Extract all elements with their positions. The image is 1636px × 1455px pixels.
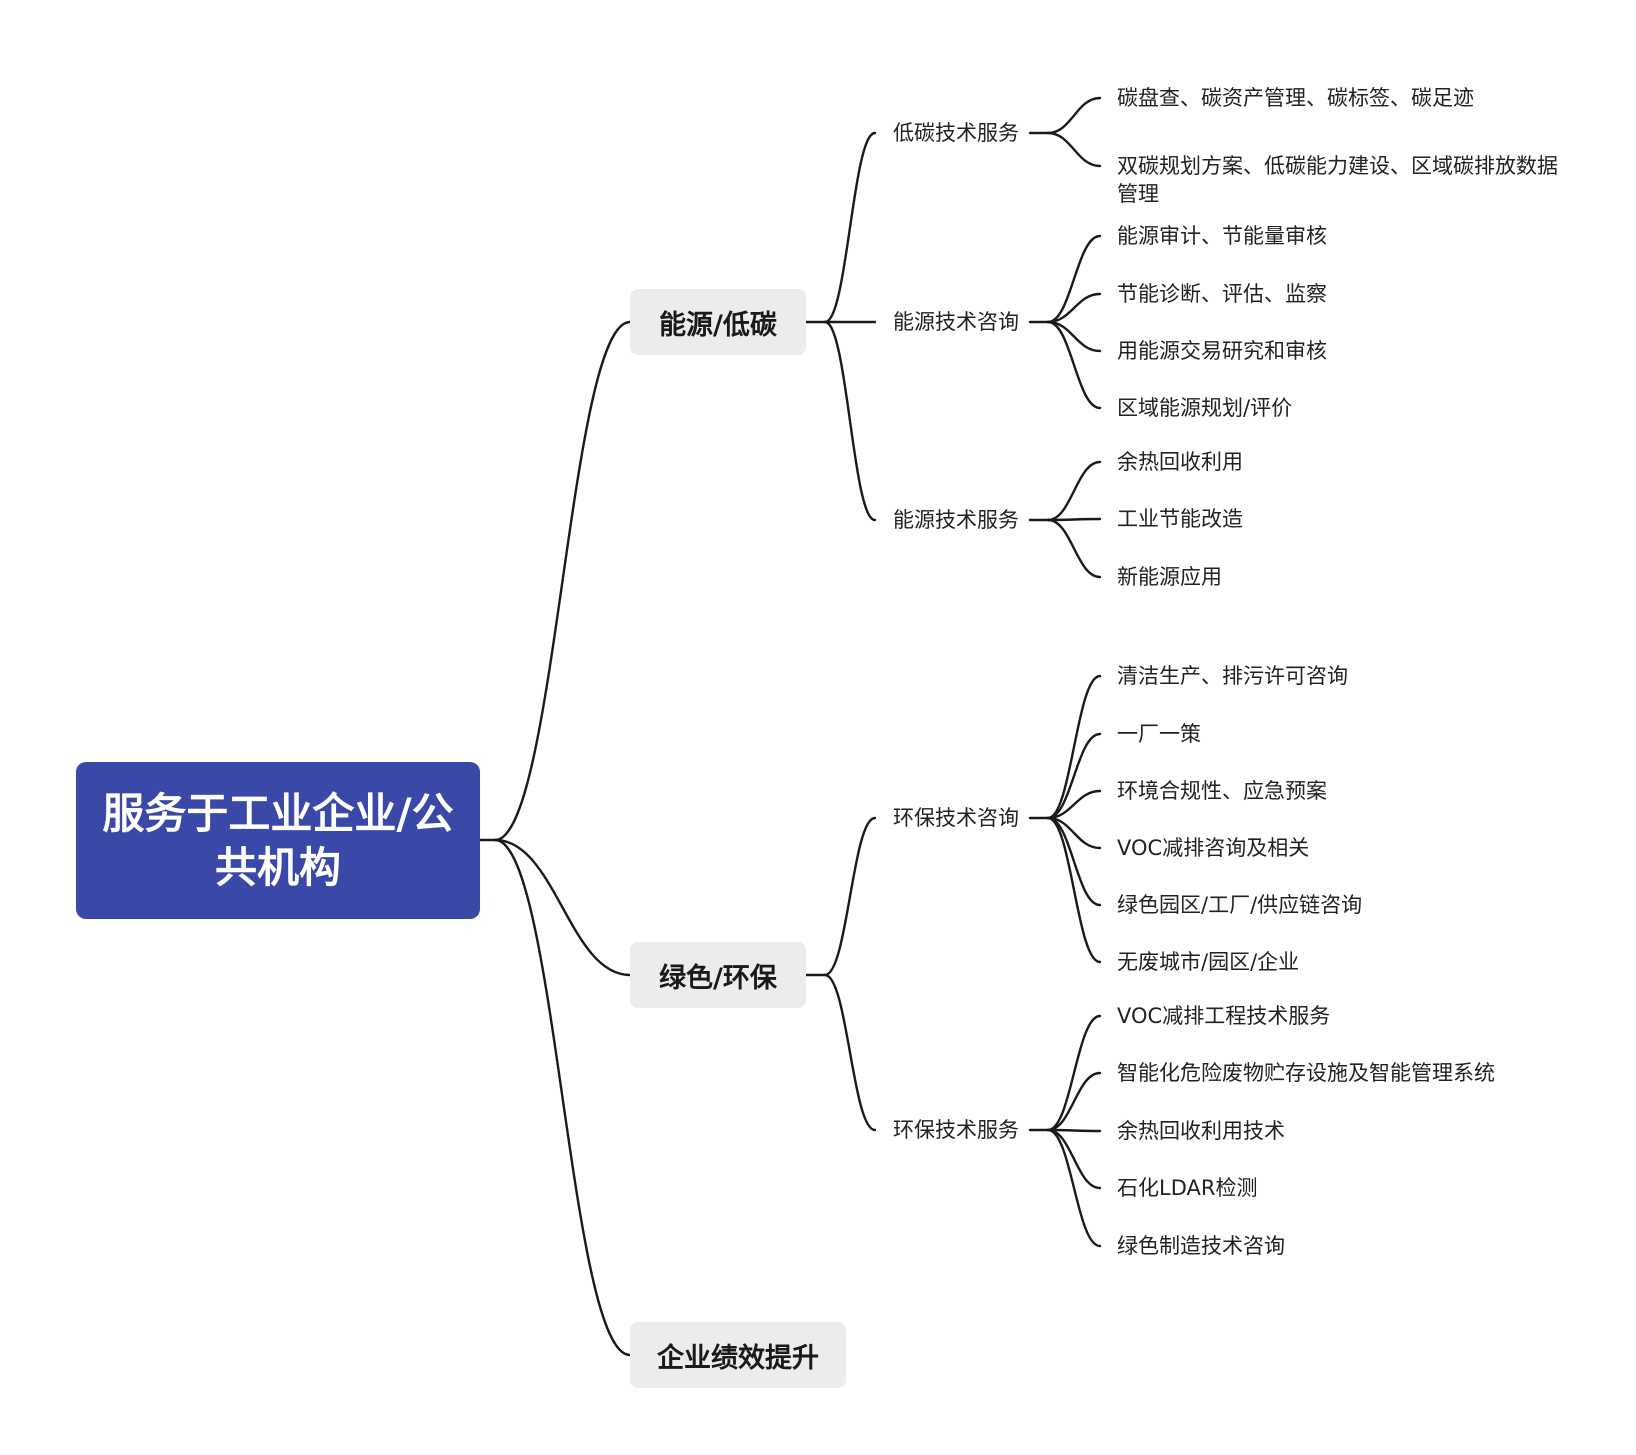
root-title: 服务于工业企业/公共机构 [102, 788, 454, 892]
connector-branch-sub-0-2 [823, 320, 877, 522]
connector-sub-leaf-1-1-1 [1046, 1071, 1102, 1132]
leaf-node-1-1-0[interactable]: VOC减排工程技术服务 [1117, 1004, 1331, 1028]
connector-branch-sub-1-1 [823, 973, 877, 1132]
connector-sub-leaf-0-0-0 [1046, 96, 1102, 135]
leaf-node-0-2-0[interactable]: 余热回收利用 [1117, 450, 1243, 474]
connector-root-branch-0 [493, 320, 632, 842]
connector-sub-leaf-0-2-1 [1046, 517, 1102, 522]
connector-sub-leaf-0-1-3 [1046, 320, 1102, 410]
connector-sub-leaf-0-1-0 [1046, 234, 1102, 324]
leaf-node-0-1-2[interactable]: 用能源交易研究和审核 [1117, 339, 1327, 363]
connector-root-branch-2 [493, 838, 632, 1357]
leaf-node-0-2-1[interactable]: 工业节能改造 [1117, 507, 1243, 531]
connector-sub-leaf-1-0-1 [1046, 732, 1102, 820]
connector-sub-leaf-1-1-3 [1046, 1128, 1102, 1190]
leaf-node-1-0-4[interactable]: 绿色园区/工厂/供应链咨询 [1117, 893, 1363, 917]
connector-sub-leaf-0-2-2 [1046, 518, 1102, 579]
leaf-node-1-0-0[interactable]: 清洁生产、排污许可咨询 [1117, 664, 1348, 688]
leaf-node-0-1-0[interactable]: 能源审计、节能量审核 [1117, 224, 1327, 248]
leaf-node-1-1-3[interactable]: 石化LDAR检测 [1117, 1176, 1258, 1200]
connector-sub-leaf-1-1-0 [1046, 1014, 1102, 1132]
leaf-node-1-1-1[interactable]: 智能化危险废物贮存设施及智能管理系统 [1117, 1061, 1495, 1085]
connector-sub-leaf-1-0-5 [1046, 816, 1102, 964]
leaf-node-0-0-0[interactable]: 碳盘查、碳资产管理、碳标签、碳足迹 [1117, 86, 1474, 110]
leaf-node-1-0-1[interactable]: 一厂一策 [1117, 722, 1201, 746]
leaf-node-1-0-3[interactable]: VOC减排咨询及相关 [1117, 836, 1310, 860]
connector-branch-sub-1-0 [823, 816, 877, 977]
leaf-node-0-1-3[interactable]: 区域能源规划/评价 [1117, 396, 1293, 420]
sub-node-1-1[interactable]: 环保技术服务 [893, 1118, 1019, 1142]
sub-node-0-1[interactable]: 能源技术咨询 [893, 310, 1019, 334]
leaf-node-0-0-1[interactable]: 双碳规划方案、低碳能力建设、区域碳排放数据管理 [1117, 154, 1558, 206]
root-node[interactable]: 服务于工业企业/公共机构 [76, 762, 480, 919]
leaf-node-1-1-2[interactable]: 余热回收利用技术 [1117, 1119, 1285, 1143]
sub-node-0-2[interactable]: 能源技术服务 [893, 508, 1019, 532]
connector-branch-sub-0-0 [823, 131, 877, 324]
connector-sub-leaf-1-1-4 [1046, 1128, 1102, 1248]
connector-sub-leaf-0-2-0 [1046, 460, 1102, 522]
connector-sub-leaf-0-0-1 [1046, 131, 1102, 168]
connector-sub-leaf-0-1-1 [1046, 292, 1102, 324]
connector-sub-leaf-1-1-2 [1046, 1128, 1102, 1133]
connector-root-branch-1 [493, 838, 632, 977]
connector-sub-leaf-1-0-0 [1046, 674, 1102, 820]
leaf-node-0-1-1[interactable]: 节能诊断、评估、监察 [1117, 282, 1327, 306]
branch-node-1[interactable]: 绿色/环保 [630, 942, 806, 1008]
leaf-node-1-0-5[interactable]: 无废城市/园区/企业 [1117, 950, 1300, 974]
leaf-node-1-1-4[interactable]: 绿色制造技术咨询 [1117, 1234, 1285, 1258]
leaf-node-0-2-2[interactable]: 新能源应用 [1117, 565, 1222, 589]
leaf-node-1-0-2[interactable]: 环境合规性、应急预案 [1117, 779, 1327, 803]
branch-node-2[interactable]: 企业绩效提升 [630, 1322, 846, 1388]
sub-node-0-0[interactable]: 低碳技术服务 [893, 121, 1019, 145]
sub-node-1-0[interactable]: 环保技术咨询 [893, 806, 1019, 830]
connector-sub-leaf-1-0-2 [1046, 789, 1102, 820]
branch-node-0[interactable]: 能源/低碳 [630, 289, 806, 355]
